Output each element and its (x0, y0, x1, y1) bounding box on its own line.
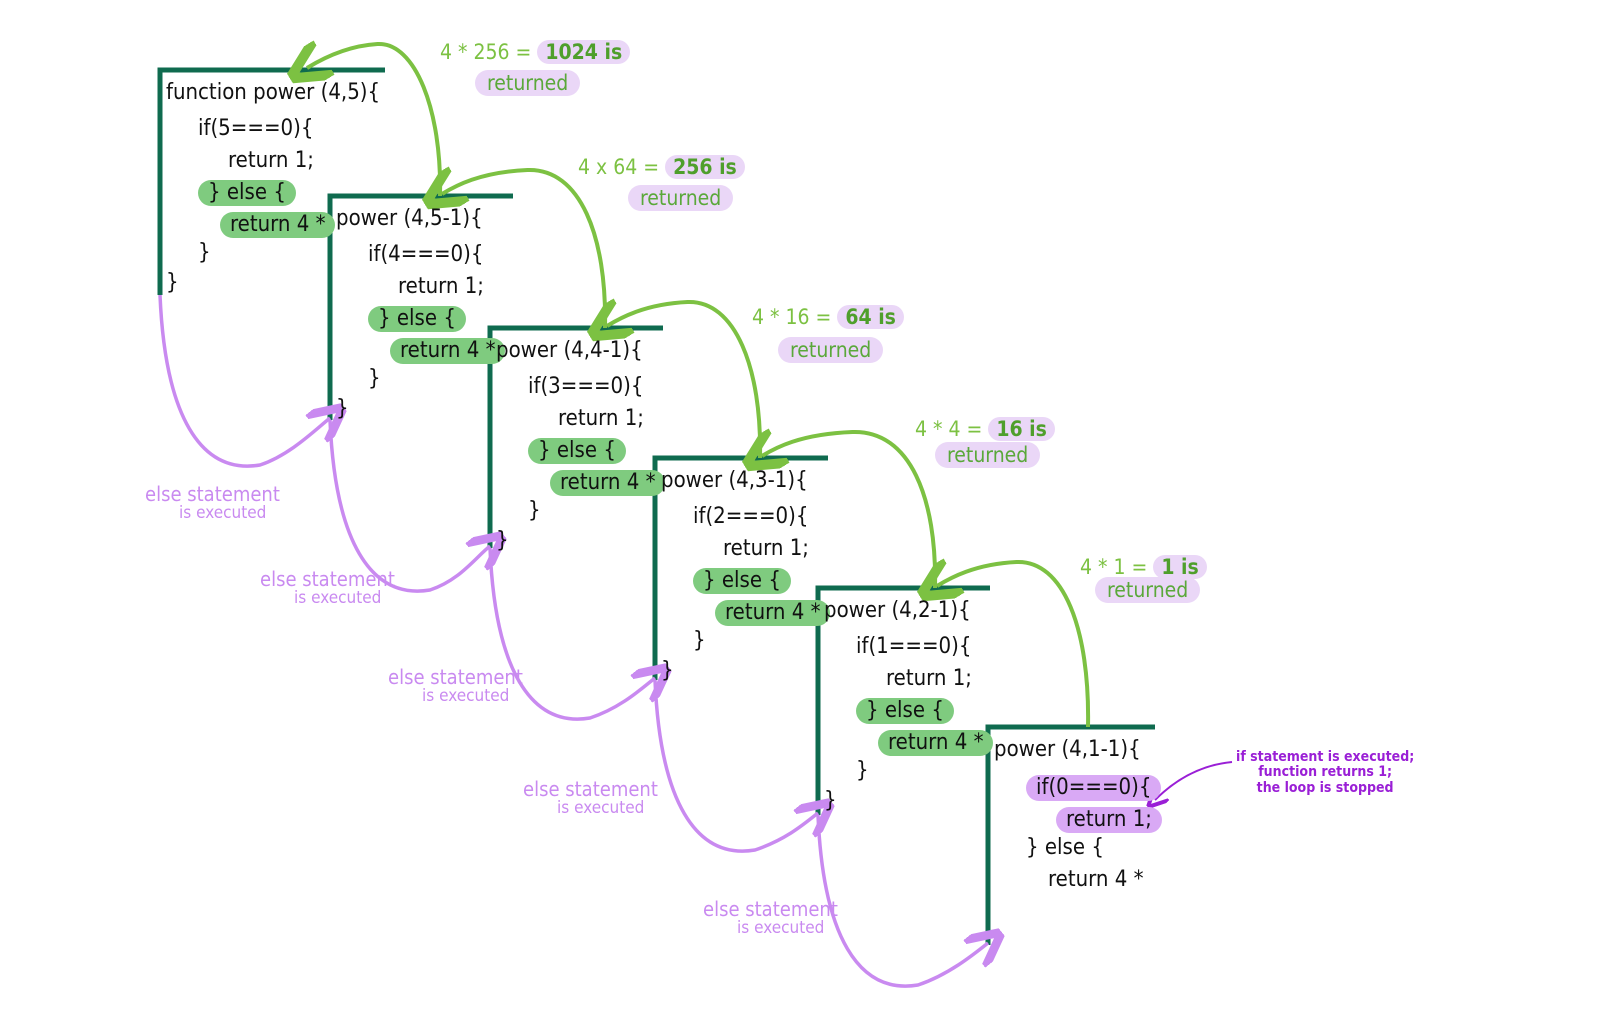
code-line-ret4: return 4 * (715, 600, 831, 626)
returned-text: returned (628, 185, 734, 211)
return-arrow (442, 170, 608, 329)
returned-text: returned (778, 337, 884, 363)
return-value-label: 4 * 4 = 16 is (915, 417, 1055, 441)
call-arrow (158, 294, 330, 468)
label-line: else statement (388, 665, 523, 689)
result: 256 is (665, 155, 745, 179)
result: 1024 is (537, 40, 631, 64)
note-line: function returns 1; (1258, 764, 1393, 781)
code-line-if: if(5===0){ (198, 116, 314, 141)
label-line: is executed (557, 798, 645, 818)
label-line: is executed (294, 588, 382, 608)
code-line-else: } else { (528, 438, 626, 464)
call-arrow (488, 547, 655, 721)
return-value-label: 4 * 1 = 1 is (1080, 555, 1207, 579)
return-value-label: 4 * 16 = 64 is (752, 305, 904, 329)
code-line-close2: } (336, 396, 349, 421)
code-line-header: function power (4,5){ (166, 80, 381, 105)
return-value-label: 4 x 64 = 256 is (578, 155, 745, 179)
code-line-header: power (4,4-1){ (496, 338, 643, 363)
base-case-note: if statement is executed; function retur… (1236, 749, 1415, 796)
call-arrow (653, 679, 818, 853)
return-arrow (607, 302, 763, 459)
code-line-close1: } (856, 758, 869, 783)
code-line-if: if(1===0){ (856, 634, 972, 659)
label-line: else statement (145, 482, 280, 506)
code-line-ret4: return 4 * (220, 212, 336, 238)
note-arrow (1155, 761, 1233, 800)
note-line: if statement is executed; (1236, 749, 1415, 765)
return-arrow (762, 432, 938, 589)
code-line-ret1: return 1; (886, 666, 972, 691)
code-line-close2: } (496, 528, 509, 553)
code-line-ret1: return 1; (1056, 807, 1162, 833)
return-arrow (307, 44, 443, 197)
note-line: the loop is stopped (1256, 779, 1394, 796)
call-arrow (328, 419, 490, 593)
code-line-ret4: return 4 * (390, 338, 506, 364)
code-line-close2: } (824, 788, 837, 813)
returned-text: returned (475, 70, 581, 96)
code-line-close2: } (166, 270, 179, 295)
code-line-if: if(3===0){ (528, 374, 644, 399)
returned-text: returned (1095, 577, 1201, 603)
code-line-close1: } (693, 628, 706, 653)
code-line-if: if(0===0){ (1026, 775, 1162, 801)
code-line-close1: } (368, 366, 381, 391)
code-line-close1: } (198, 240, 211, 265)
code-line-else: } else { (856, 698, 954, 724)
label-line: is executed (737, 918, 825, 938)
code-line-else: } else { (368, 306, 466, 332)
code-line-ret1: return 1; (228, 148, 314, 173)
code-line-ret4: return 4 * (550, 470, 666, 496)
code-line-ret4: return 4 * (1048, 867, 1144, 892)
code-line-close1: } (528, 498, 541, 523)
code-line-header: power (4,1-1){ (994, 737, 1141, 762)
code-line-ret1: return 1; (398, 274, 484, 299)
label-line: is executed (179, 503, 267, 523)
expression: 4 * 256 = (440, 40, 532, 64)
code-line-ret1: return 1; (723, 536, 809, 561)
result: 16 is (988, 417, 1055, 441)
code-line-if: if(4===0){ (368, 242, 484, 267)
label-line: is executed (422, 686, 510, 706)
label-line: else statement (260, 567, 395, 591)
returned-text: returned (935, 442, 1041, 468)
code-line-header: power (4,5-1){ (336, 206, 483, 231)
code-line-header: power (4,3-1){ (661, 468, 808, 493)
expression: 4 x 64 = (578, 155, 660, 179)
code-line-else: } else { (1026, 835, 1104, 860)
code-line-header: power (4,2-1){ (824, 598, 971, 623)
expression: 4 * 1 = (1080, 555, 1148, 579)
call-arrow (816, 814, 988, 988)
code-line-ret4: return 4 * (878, 730, 994, 756)
stack-frame-5 (985, 724, 1155, 945)
result: 1 is (1153, 555, 1207, 579)
expression: 4 * 4 = (915, 417, 983, 441)
label-line: else statement (703, 897, 838, 921)
return-value-label: 4 * 256 = 1024 is (440, 40, 631, 64)
label-line: else statement (523, 777, 658, 801)
code-line-else: } else { (198, 180, 296, 206)
return-arrow (937, 562, 1091, 728)
code-line-else: } else { (693, 568, 791, 594)
result: 64 is (837, 305, 904, 329)
code-line-ret1: return 1; (558, 406, 644, 431)
code-line-if: if(2===0){ (693, 504, 809, 529)
expression: 4 * 16 = (752, 305, 832, 329)
code-line-close2: } (661, 658, 674, 683)
